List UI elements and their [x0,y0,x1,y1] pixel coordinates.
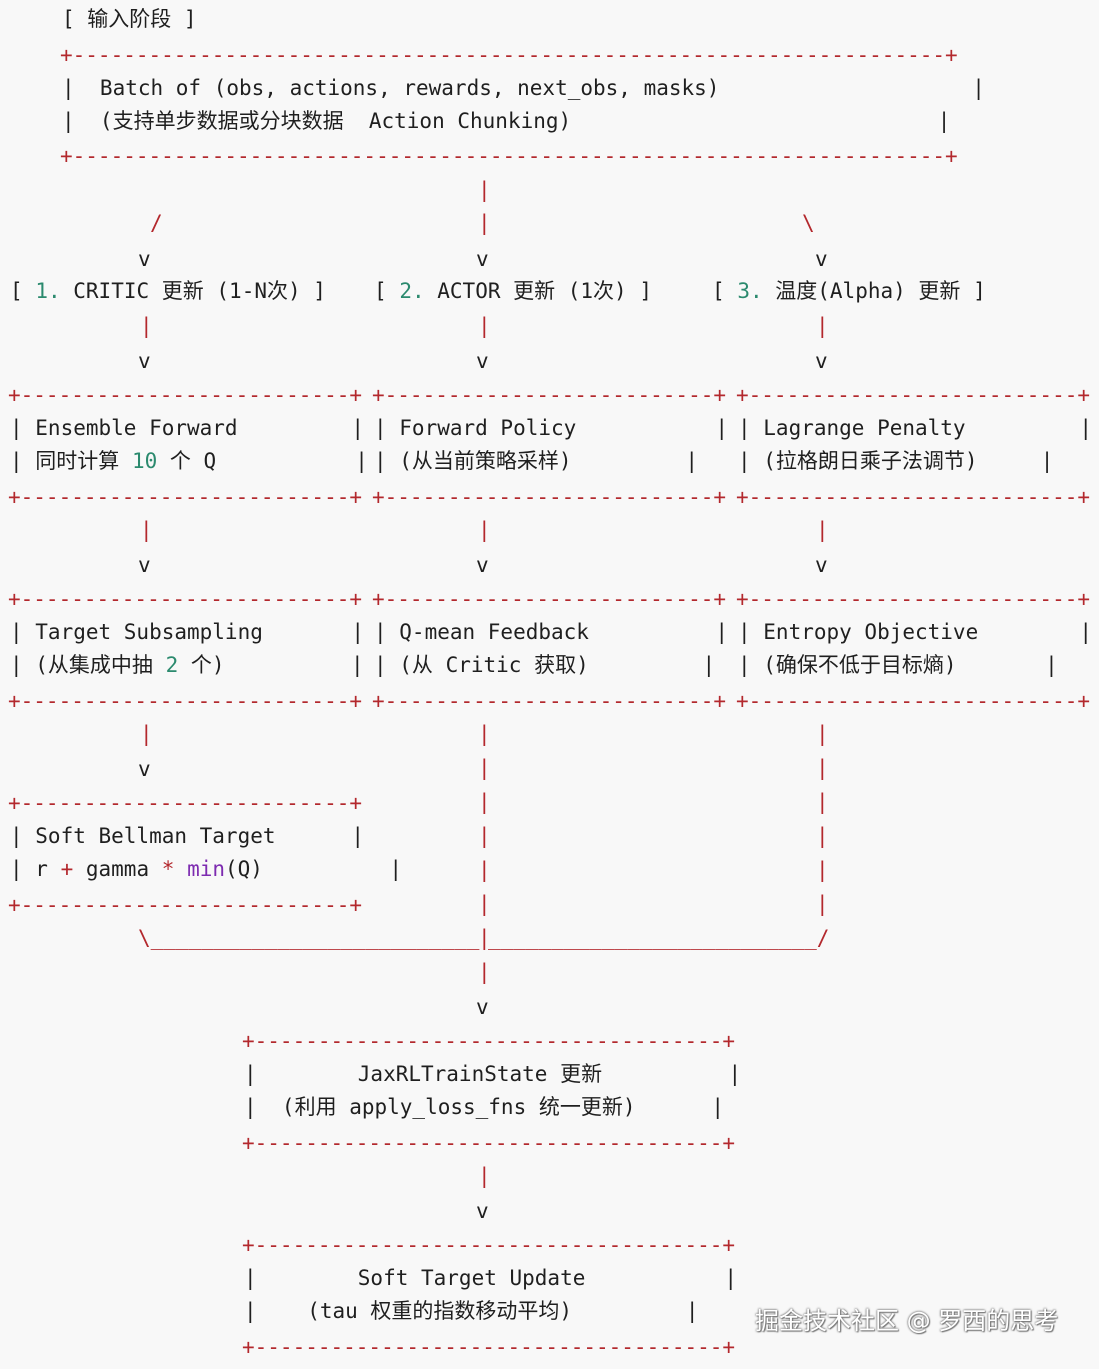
col1-box2-top: +--------------------------+ [8,587,363,611]
input-box-line2: | (支持单步数据或分块数据 Action Chunking) | [62,109,951,133]
input-box-line1: | Batch of (obs, actions, rewards, next_… [62,76,985,100]
col2-box1-bottom: +--------------------------+ [372,485,727,509]
forward-policy-desc: | (从当前策略采样) | [374,449,699,473]
col3-box2-top: +--------------------------+ [736,587,1091,611]
trainstate-desc: | (利用 apply_loss_fns 统一更新) | [244,1095,725,1119]
arrow-to-softupdate: v [476,1199,489,1223]
col2-box1-top: +--------------------------+ [372,383,727,407]
ensemble-forward-title: | Ensemble Forward | [10,416,365,440]
arrow-col2-2: v [476,349,489,373]
branch-center-bar-2: | [478,211,491,235]
q-mean-feedback-title: | Q-mean Feedback | [374,620,729,644]
forward-policy-title: | Forward Policy | [374,416,729,440]
entropy-objective-desc: | (确保不低于目标熵) | [738,653,1058,677]
bar-col2-r1: | [478,722,491,746]
arrow-to-trainstate: v [476,995,489,1019]
trainstate-box-bottom: +-------------------------------------+ [242,1131,736,1155]
bar-col3-r1: | [816,722,829,746]
arrow-col1-1: v [138,247,151,271]
softupdate-box-top: +-------------------------------------+ [242,1233,736,1257]
col3-box1-top: +--------------------------+ [736,383,1091,407]
bar-col3-r5: | [816,858,829,882]
bar-merge-down: | [478,960,491,984]
softupdate-box-bottom: +-------------------------------------+ [242,1335,736,1359]
bar-col1-1: | [140,314,153,338]
input-box-top-border: +---------------------------------------… [60,43,958,67]
arrow-col1-3: v [138,553,151,577]
entropy-objective-title: | Entropy Objective | [738,620,1093,644]
bar-col2-r3: | [478,790,491,814]
col3-box1-bottom: +--------------------------+ [736,485,1091,509]
soft-bellman-title: | Soft Bellman Target | [10,824,365,848]
col3-box2-bottom: +--------------------------+ [736,689,1091,713]
col1-box1-bottom: +--------------------------+ [8,485,363,509]
bar-to-softupdate: | [478,1164,491,1188]
target-subsampling-desc: | (从集成中抽 2 个) | [10,653,364,677]
arrow-col3-3: v [815,553,828,577]
branch-left-slash: / [150,211,163,235]
merge-right: __________________________/ [488,926,830,950]
col2-box2-bottom: +--------------------------+ [372,689,727,713]
branch-right-slash: \ [802,211,815,235]
branch-center-bar-1: | [478,178,491,202]
target-subsampling-title: | Target Subsampling | [10,620,365,644]
col1-box2-bottom: +--------------------------+ [8,689,363,713]
bar-col3-r3: | [816,790,829,814]
merge-left: \__________________________ [138,926,480,950]
bar-col2-1: | [478,314,491,338]
arrow-col3-2: v [815,349,828,373]
stage-critic: [ 1. CRITIC 更新 (1-N次) ] [10,279,326,303]
q-mean-feedback-desc: | (从 Critic 获取) | [374,653,716,677]
input-stage-label: [ 输入阶段 ] [62,7,197,31]
input-box-bottom-border: +---------------------------------------… [60,144,958,168]
merge-mid: | [478,926,491,950]
ensemble-forward-desc: | 同时计算 10 个 Q | [10,449,368,473]
lagrange-penalty-title: | Lagrange Penalty | [738,416,1093,440]
arrow-col3-1: v [815,247,828,271]
soft-bellman-formula: | r + gamma * min(Q) | [10,857,403,881]
arrow-col1-2: v [138,349,151,373]
col1-box1-top: +--------------------------+ [8,383,363,407]
trainstate-title: | JaxRLTrainState 更新 | [244,1062,742,1086]
trainstate-box-top: +-------------------------------------+ [242,1029,736,1053]
bar-col3-r2: | [816,756,829,780]
bar-col3-r6: | [816,892,829,916]
lagrange-penalty-desc: | (拉格朗日乘子法调节) | [738,449,1054,473]
col1-box3-bottom: +--------------------------+ [8,893,363,917]
arrow-col2-3: v [476,553,489,577]
arrow-col2-1: v [476,247,489,271]
bar-col2-r4: | [478,824,491,848]
bar-col2-r6: | [478,892,491,916]
bar-col3-2: | [816,518,829,542]
bar-col3-r4: | [816,824,829,848]
col2-box2-top: +--------------------------+ [372,587,727,611]
arrow-col1-4: v [138,757,151,781]
stage-actor: [ 2. ACTOR 更新 (1次) ] [374,279,653,303]
bar-col1-3: | [140,722,153,746]
bar-col3-1: | [816,314,829,338]
bar-col1-2: | [140,518,153,542]
bar-col2-r5: | [478,858,491,882]
softupdate-desc: | (tau 权重的指数移动平均) | [244,1299,699,1323]
bar-col2-r2: | [478,756,491,780]
bar-col2-2: | [478,518,491,542]
watermark: 掘金技术社区 @ 罗西的思考 [755,1307,1059,1335]
col1-box3-top: +--------------------------+ [8,791,363,815]
softupdate-title: | Soft Target Update | [244,1266,738,1290]
stage-alpha: [ 3. 温度(Alpha) 更新 ] [712,279,986,303]
